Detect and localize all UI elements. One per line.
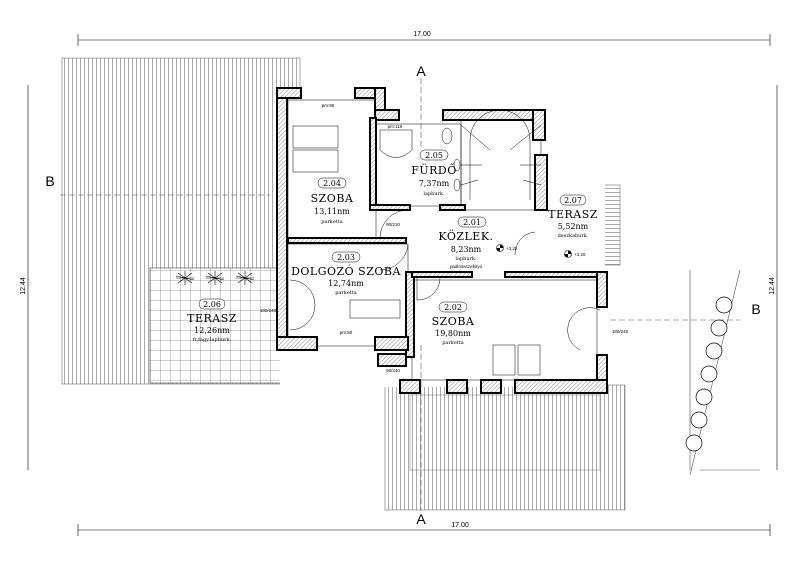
svg-text:FÜRDŐ: FÜRDŐ — [411, 163, 457, 177]
dimension-bottom: 17.00 — [77, 522, 771, 536]
svg-text:DOLGOZÓ SZOBA: DOLGOZÓ SZOBA — [291, 264, 401, 278]
svg-text:2.06: 2.06 — [203, 300, 221, 309]
svg-text:2.05: 2.05 — [425, 151, 443, 160]
walls — [276, 87, 608, 394]
door-size-label: 180/240 — [260, 308, 277, 313]
section-a-top: A — [416, 63, 426, 79]
level-marker: +3,22 — [496, 244, 518, 252]
svg-text:fr.fagy.lapburk.: fr.fagy.lapburk. — [193, 337, 232, 343]
deck-bottom — [384, 384, 626, 511]
terrace-2-06-grid — [149, 267, 286, 384]
svg-text:17.00: 17.00 — [413, 31, 431, 38]
svg-text:12.44: 12.44 — [769, 277, 776, 295]
svg-text:lapburk.: lapburk. — [423, 191, 445, 197]
room-label-2-04: 2.04 SZOBA 13,11nm parketta — [311, 177, 354, 225]
svg-text:+3,22: +3,22 — [506, 246, 518, 251]
room-label-2-03: 2.03 DOLGOZÓ SZOBA 12,74nm parketta — [291, 251, 401, 296]
svg-text:19,80nm: 19,80nm — [435, 329, 471, 338]
svg-text:2.07: 2.07 — [564, 196, 582, 205]
room-label-2-02: 2.02 SZOBA 19,80nm parketta — [432, 301, 475, 346]
section-b-right: B — [751, 301, 760, 317]
svg-text:parketta: parketta — [321, 219, 343, 225]
svg-text:2.02: 2.02 — [444, 303, 462, 312]
svg-text:7,37nm: 7,37nm — [419, 179, 450, 188]
svg-text:KÖZLEK.: KÖZLEK. — [438, 229, 493, 243]
svg-text:parketta: parketta — [442, 340, 464, 346]
door-size-label: 90/210 — [386, 222, 400, 227]
svg-text:lapburk.: lapburk. — [455, 256, 477, 262]
door-swings — [289, 209, 601, 351]
svg-text:5,52nm: 5,52nm — [558, 222, 589, 231]
svg-text:2.04: 2.04 — [323, 179, 341, 188]
parapet-label: pm:80 — [340, 330, 353, 335]
svg-text:deszkaburk.: deszkaburk. — [558, 233, 589, 239]
svg-text:SZOBA: SZOBA — [311, 192, 354, 205]
parapet-label: pm:116 — [388, 124, 403, 129]
bathtub — [379, 127, 461, 192]
svg-text:17.00: 17.00 — [451, 522, 469, 529]
dimension-top: 17.00 — [77, 31, 771, 46]
section-a-bottom: A — [416, 511, 426, 527]
svg-text:12,26nm: 12,26nm — [194, 326, 230, 335]
room-label-2-01: 2.01 KÖZLEK. 8,23nm lapburk. — [438, 216, 493, 262]
svg-text:13,11nm: 13,11nm — [314, 207, 350, 216]
svg-text:TERASZ: TERASZ — [548, 208, 598, 221]
parapet-label: pm:90 — [322, 103, 335, 108]
beds — [292, 125, 541, 376]
door-size-label: 180/240 — [612, 329, 629, 334]
tree-row — [685, 269, 760, 476]
room-label-2-05: 2.05 FÜRDŐ 7,37nm lapburk. — [411, 149, 457, 197]
dimension-right: 12.44 — [769, 85, 778, 470]
svg-text:TERASZ: TERASZ — [187, 312, 237, 325]
svg-text:SZOBA: SZOBA — [432, 315, 475, 328]
section-b-left: B — [45, 173, 54, 189]
svg-text:12,74nm: 12,74nm — [328, 279, 364, 288]
room-label-2-06: 2.06 TERASZ 12,26nm fr.fagy.lapburk. — [187, 298, 237, 343]
svg-text:parketta: parketta — [335, 290, 357, 296]
room-label-2-07: 2.07 TERASZ 5,52nm deszkaburk. — [548, 194, 598, 239]
svg-text:+3,20: +3,20 — [574, 252, 586, 257]
svg-text:2.03: 2.03 — [337, 253, 355, 262]
svg-text:12.44: 12.44 — [20, 277, 27, 295]
level-marker: +3,20 — [564, 250, 586, 258]
door-size-label: 90/240 — [386, 368, 400, 373]
floor-drain-label: padlóösszefolyó — [450, 264, 483, 269]
staircase — [460, 109, 542, 200]
svg-text:8,23nm: 8,23nm — [451, 245, 482, 254]
dimension-left: 12.44 — [20, 85, 29, 470]
svg-text:2.01: 2.01 — [463, 218, 481, 227]
